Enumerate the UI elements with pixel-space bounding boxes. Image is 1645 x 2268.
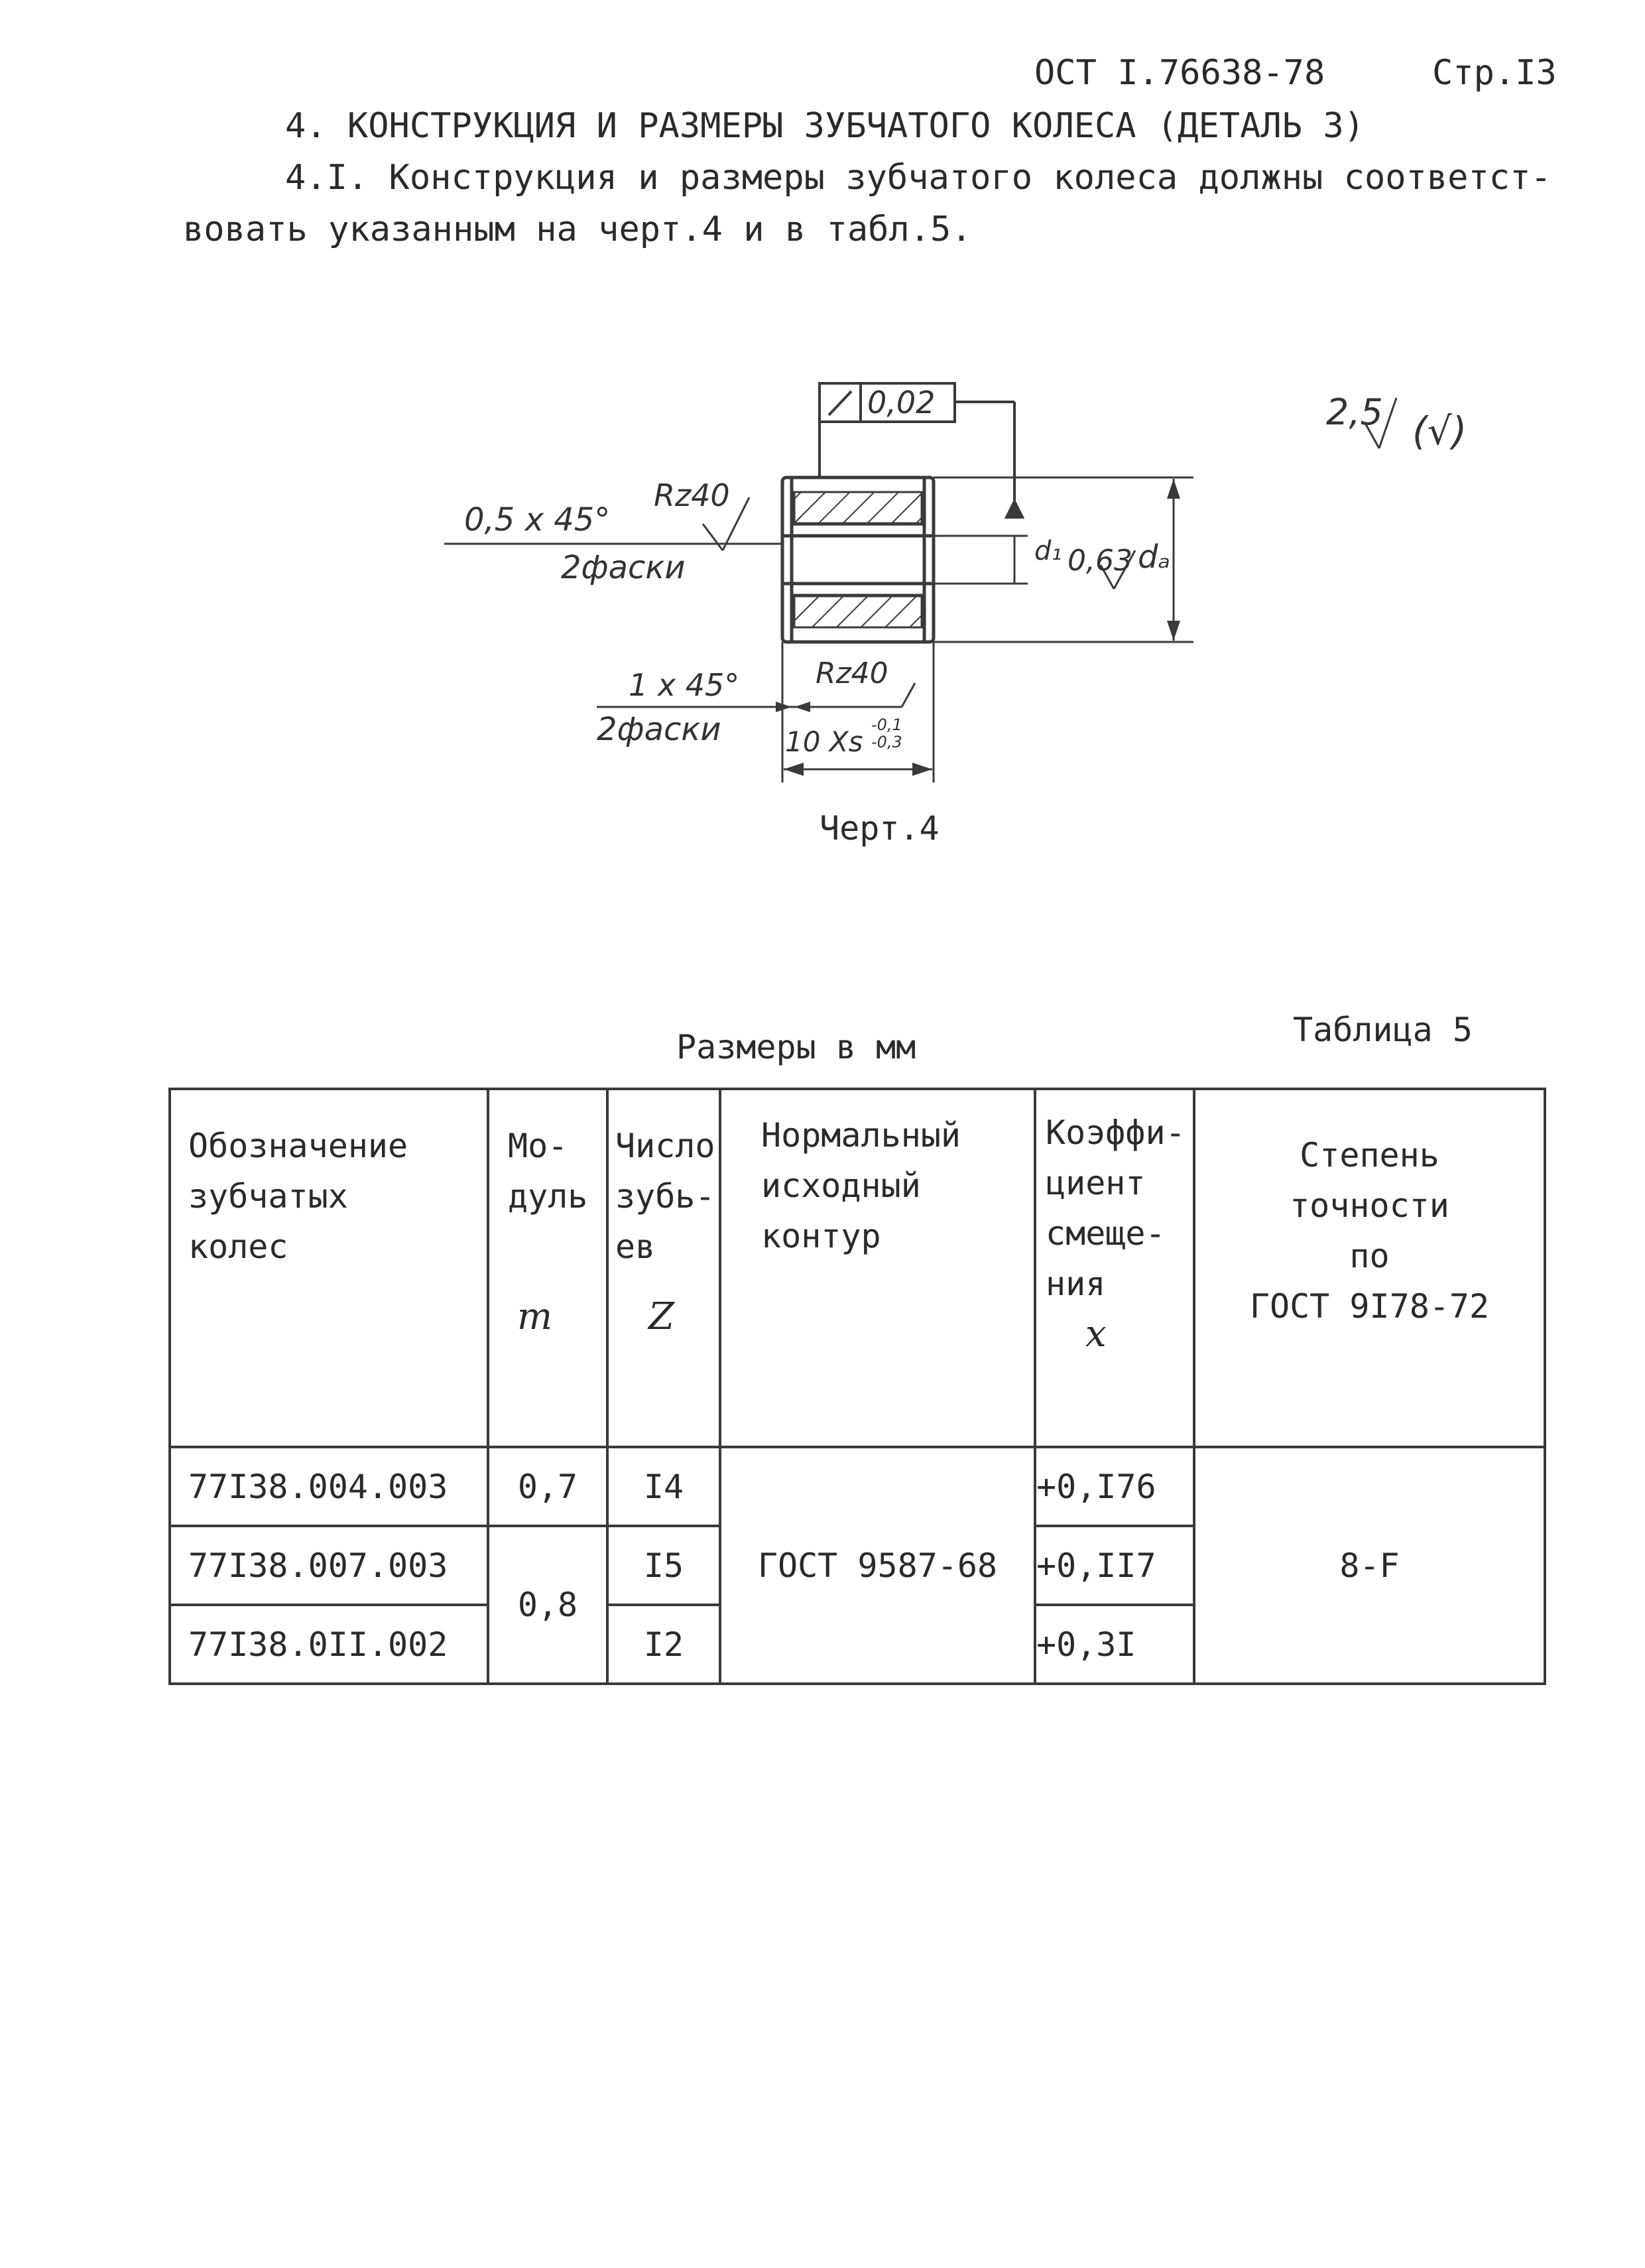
row1-module: 0,7 [487, 1446, 609, 1527]
page-number: Стр.I3 [1432, 53, 1557, 93]
runout-frame [818, 382, 1025, 519]
col-designation: Обозначение зубчатых колес [168, 1088, 489, 1448]
shift-symbol: x [1085, 1312, 1107, 1355]
col-teeth: Число зубь- ев Z [606, 1088, 721, 1448]
section-title: 4. КОНСТРУКЦИЯ И РАЗМЕРЫ ЗУБЧАТОГО КОЛЕС… [285, 106, 1365, 146]
paragraph-line-1: 4.I. Конструкция и размеры зубчатого кол… [285, 158, 1552, 198]
hatch-bottom [793, 594, 923, 629]
width-dimension: 10 Xs [785, 725, 863, 758]
table-units: Размеры в мм [676, 1028, 916, 1066]
general-roughness-paren: (√) [1412, 409, 1467, 454]
gear-drawing [444, 382, 1398, 783]
table-row: 77I38.007.003 0,8 I5 +0,II7 [168, 1525, 1545, 1685]
row1-designation: 77I38.004.003 [168, 1446, 489, 1527]
row1-teeth: I4 [606, 1446, 721, 1527]
rz-top: Rz40 [654, 477, 730, 513]
chamfer-outer-count: 2фаски [561, 549, 686, 586]
table-row: 77I38.0II.002 I2 +0,3I [168, 1604, 1545, 1685]
row3-teeth: I2 [606, 1604, 721, 1685]
row3-shift: +0,3I [1034, 1604, 1195, 1685]
width-tolerance: -0,1 -0,3 [871, 716, 902, 751]
col-module: Мо- дуль m [487, 1088, 609, 1448]
spec-table: Обозначение зубчатых колес Мо- дуль m Чи… [168, 1088, 1546, 1685]
width-tol-upper: -0,1 [871, 716, 902, 734]
runout-value: 0,02 [867, 385, 936, 420]
d1-label: d₁ [1034, 536, 1062, 566]
standard-number: ОСТ I.76638-78 [1034, 53, 1325, 93]
accuracy-value: 8-F [1193, 1446, 1546, 1685]
da-label: dₐ [1138, 538, 1171, 576]
chamfer-inner-count: 2фаски [597, 711, 721, 748]
col-contour: Нормальный исходный контур [719, 1088, 1036, 1448]
table-number: Таблица 5 [1293, 1011, 1473, 1049]
paragraph-line-2: вовать указанным на черт.4 и в табл.5. [183, 210, 972, 249]
row2-shift: +0,II7 [1034, 1525, 1195, 1606]
module-symbol: m [517, 1295, 553, 1338]
width-tol-lower: -0,3 [871, 733, 902, 751]
rz-bottom: Rz40 [816, 657, 888, 690]
contour-value: ГОСТ 9587-68 [719, 1446, 1036, 1685]
teeth-symbol: Z [648, 1295, 674, 1338]
row3-designation: 77I38.0II.002 [168, 1604, 489, 1685]
chamfer-inner: 1 x 45° [629, 667, 740, 703]
table-row: 77I38.004.003 0,7 I4 ГОСТ 9587-68 +0,I76… [168, 1446, 1546, 1685]
general-roughness: 2,5 [1326, 391, 1383, 433]
row2-designation: 77I38.007.003 [168, 1525, 489, 1606]
row2-teeth: I5 [606, 1525, 721, 1606]
col-shift: Коэффи- циент смеще- ния x [1034, 1088, 1195, 1448]
row1-shift: +0,I76 [1034, 1446, 1195, 1527]
row2-module: 0,8 [487, 1525, 609, 1685]
chamfer-outer: 0,5 x 45° [464, 501, 611, 538]
hatch-top [793, 491, 923, 525]
col-accuracy: Степень точности по ГОСТ 9I78-72 [1193, 1088, 1546, 1448]
bore-roughness: 0,63 [1067, 544, 1132, 578]
drawing-caption: Черт.4 [820, 809, 940, 848]
